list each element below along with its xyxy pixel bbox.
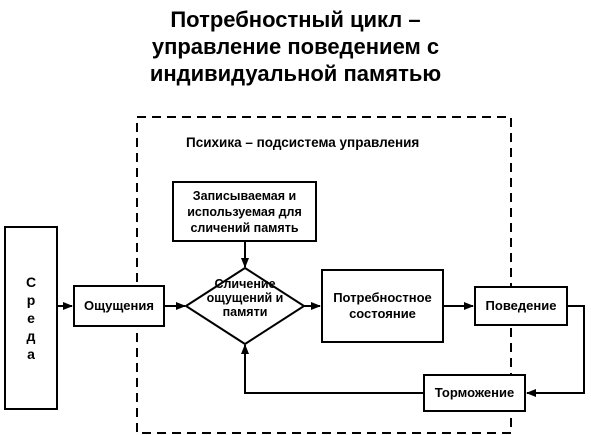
comparison-line-3: памяти <box>222 305 268 319</box>
sensations-box: Ощущения <box>73 285 165 327</box>
behavior-label: Поведение <box>485 298 557 313</box>
environment-letter-3: е <box>27 310 35 326</box>
frame-label: Психика – подсистема управления <box>186 135 420 150</box>
environment-letter-5: а <box>27 346 35 362</box>
memory-line-2: используемая для <box>187 204 302 219</box>
inhibition-label: Торможение <box>434 385 515 400</box>
memory-box: Записываемая и используемая для сличений… <box>172 181 317 242</box>
title-line-1: Потребностный цикл – <box>170 7 421 32</box>
environment-letter-2: р <box>26 292 36 308</box>
behavior-box: Поведение <box>474 286 568 326</box>
title-line-3: индивидуальной памятью <box>149 61 442 86</box>
environment-letter-1: С <box>25 274 37 290</box>
sensations-label: Ощущения <box>84 298 154 313</box>
comparison-line-2: ощущений и <box>206 291 284 305</box>
comparison-line-1: Сличение <box>214 277 276 291</box>
title-line-2: управление поведением с <box>151 34 440 59</box>
memory-line-3: сличений память <box>190 220 299 235</box>
need-state-line-1: Потребностное <box>333 290 432 305</box>
inhibition-box: Торможение <box>423 374 526 412</box>
control-subsystem-frame <box>136 116 512 434</box>
environment-box: С р е д а <box>4 226 58 410</box>
arrow-behavior-to-inhibition <box>526 305 585 397</box>
need-state-box: Потребностное состояние <box>321 269 444 343</box>
diagram-title: Потребностный цикл – управление поведени… <box>0 6 591 87</box>
environment-letter-4: д <box>26 328 36 344</box>
arrow-inhibition-to-comparison <box>241 344 423 394</box>
comparison-label: Сличение ощущений и памяти <box>186 277 304 319</box>
memory-line-1: Записываемая и <box>192 188 297 203</box>
need-state-line-2: состояние <box>349 306 416 321</box>
